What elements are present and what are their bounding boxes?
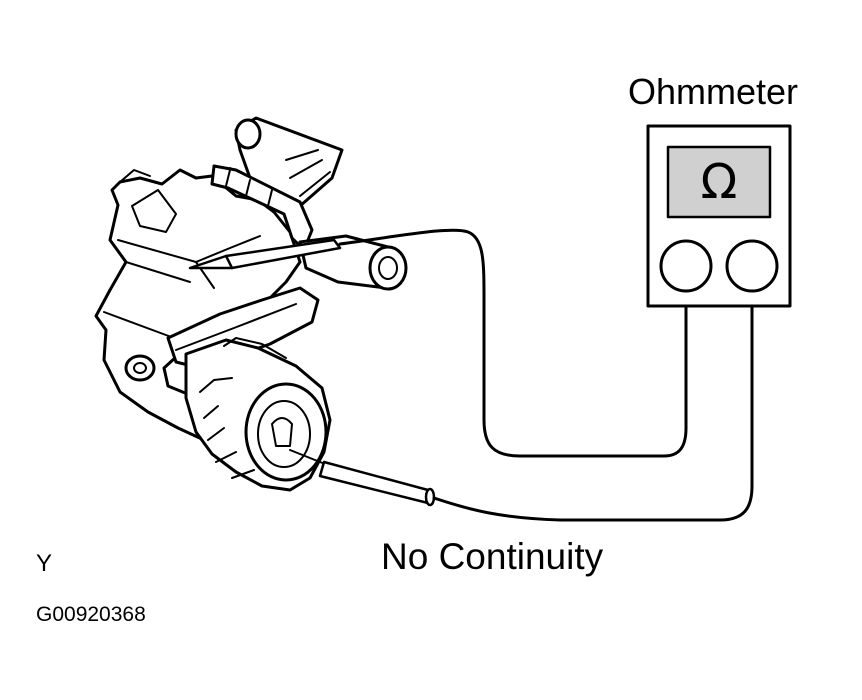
vacuum-pipe-side-bore: [378, 256, 398, 280]
valve-bracket: [210, 164, 314, 252]
valve-flange-edge: [175, 303, 297, 351]
ohmmeter-terminal-right: [725, 239, 779, 293]
connector-terminal: [271, 417, 293, 447]
probe-lower-handle: [318, 460, 434, 506]
ohmmeter-terminal-left: [659, 239, 713, 293]
valve-bracket-lines: [225, 169, 273, 207]
mounting-hole: [124, 354, 156, 382]
vacuum-pipe-upper-end: [234, 118, 262, 150]
vacuum-pipe-side-end: [368, 245, 408, 291]
probe-lower-lead: [432, 294, 754, 522]
probe-upper-lead: [338, 228, 688, 458]
view-letter-label: Y: [36, 550, 53, 577]
probe-upper: [188, 228, 688, 458]
ohmmeter-display: [666, 145, 772, 219]
vacuum-pipe-upper-ribs: [285, 149, 331, 197]
ohmmeter: [646, 124, 792, 308]
figure-id-label: G00920368: [36, 603, 146, 626]
probe-upper-tip: [188, 254, 234, 270]
result-label: No Continuity: [381, 536, 604, 577]
connector-latch-lines: [199, 377, 255, 479]
connector-socket-inner: [257, 400, 311, 468]
ohmmeter-label: Ohmmeter: [628, 71, 799, 112]
ohm-symbol: Ω: [700, 154, 738, 210]
valve-assembly: [94, 116, 408, 492]
probe-lower: [289, 294, 754, 522]
probe-lower-cap: [424, 487, 436, 507]
mounting-hole-inner: [133, 362, 147, 374]
connector-top-edge: [223, 337, 287, 359]
